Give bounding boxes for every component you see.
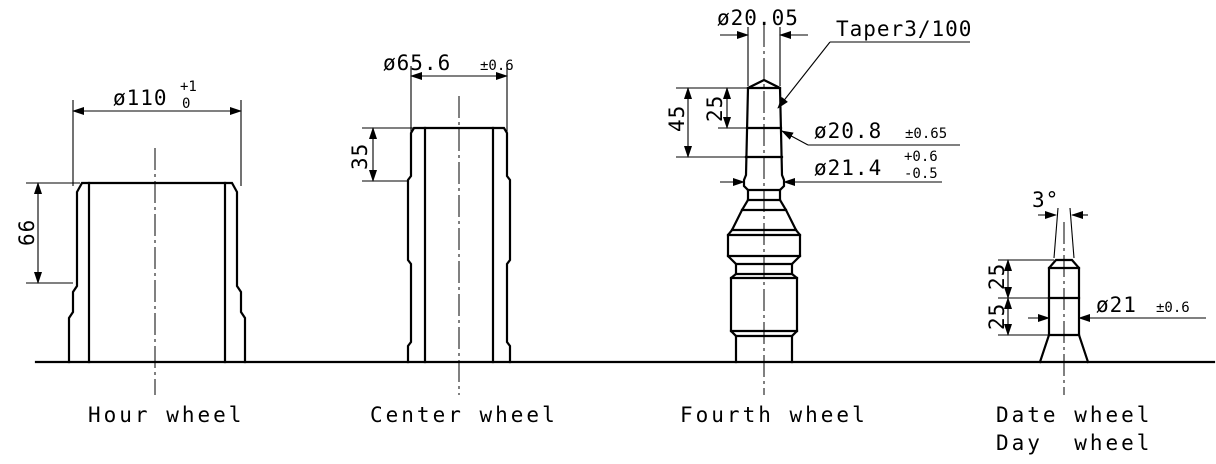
fourth-taper: Taper3/100 — [836, 17, 972, 41]
fourth-mid-tol: ±0.65 — [905, 126, 947, 142]
hour-wheel-label: Hour wheel — [88, 403, 244, 427]
hour-tol-lower: 0 — [182, 96, 190, 112]
center-height: 35 — [348, 143, 372, 170]
center-tol: ±0.6 — [480, 58, 514, 74]
center-diameter: ø65.6 — [383, 51, 451, 75]
fourth-base-tol-upper: +0.6 — [904, 149, 938, 165]
date-diameter: ø21 — [1096, 293, 1137, 317]
date-wheel-label: Date wheel — [996, 403, 1152, 427]
hour-diameter: ø110 — [113, 86, 168, 110]
date-day-wheel: 3° 25 25 ø21 ±0.6 Date wheel Day wheel — [985, 188, 1206, 455]
hour-wheel: ø110 +1 0 66 Hour wheel — [15, 79, 247, 427]
fourth-base-tol-lower: -0.5 — [904, 166, 938, 182]
fourth-tip-diameter: ø20.05 — [717, 6, 799, 30]
hour-tol-upper: +1 — [180, 79, 197, 95]
date-tol: ±0.6 — [1156, 300, 1190, 316]
date-height-upper: 25 — [985, 263, 1009, 290]
fourth-wheel: ø20.05 Taper3/100 45 25 ø20.8 ±0.65 ø21.… — [665, 6, 972, 427]
fourth-mid-diameter: ø20.8 — [814, 119, 882, 143]
fourth-height-total: 45 — [665, 105, 689, 132]
hour-height: 66 — [15, 219, 39, 246]
day-wheel-label: Day wheel — [996, 431, 1152, 455]
center-wheel-label: Center wheel — [370, 403, 558, 427]
date-angle: 3° — [1032, 188, 1059, 212]
fourth-height-upper: 25 — [703, 95, 727, 122]
fourth-base-diameter: ø21.4 — [814, 156, 882, 180]
center-wheel: ø65.6 ±0.6 35 Center wheel — [348, 51, 558, 427]
fourth-wheel-label: Fourth wheel — [680, 403, 868, 427]
date-height-lower: 25 — [985, 303, 1009, 330]
